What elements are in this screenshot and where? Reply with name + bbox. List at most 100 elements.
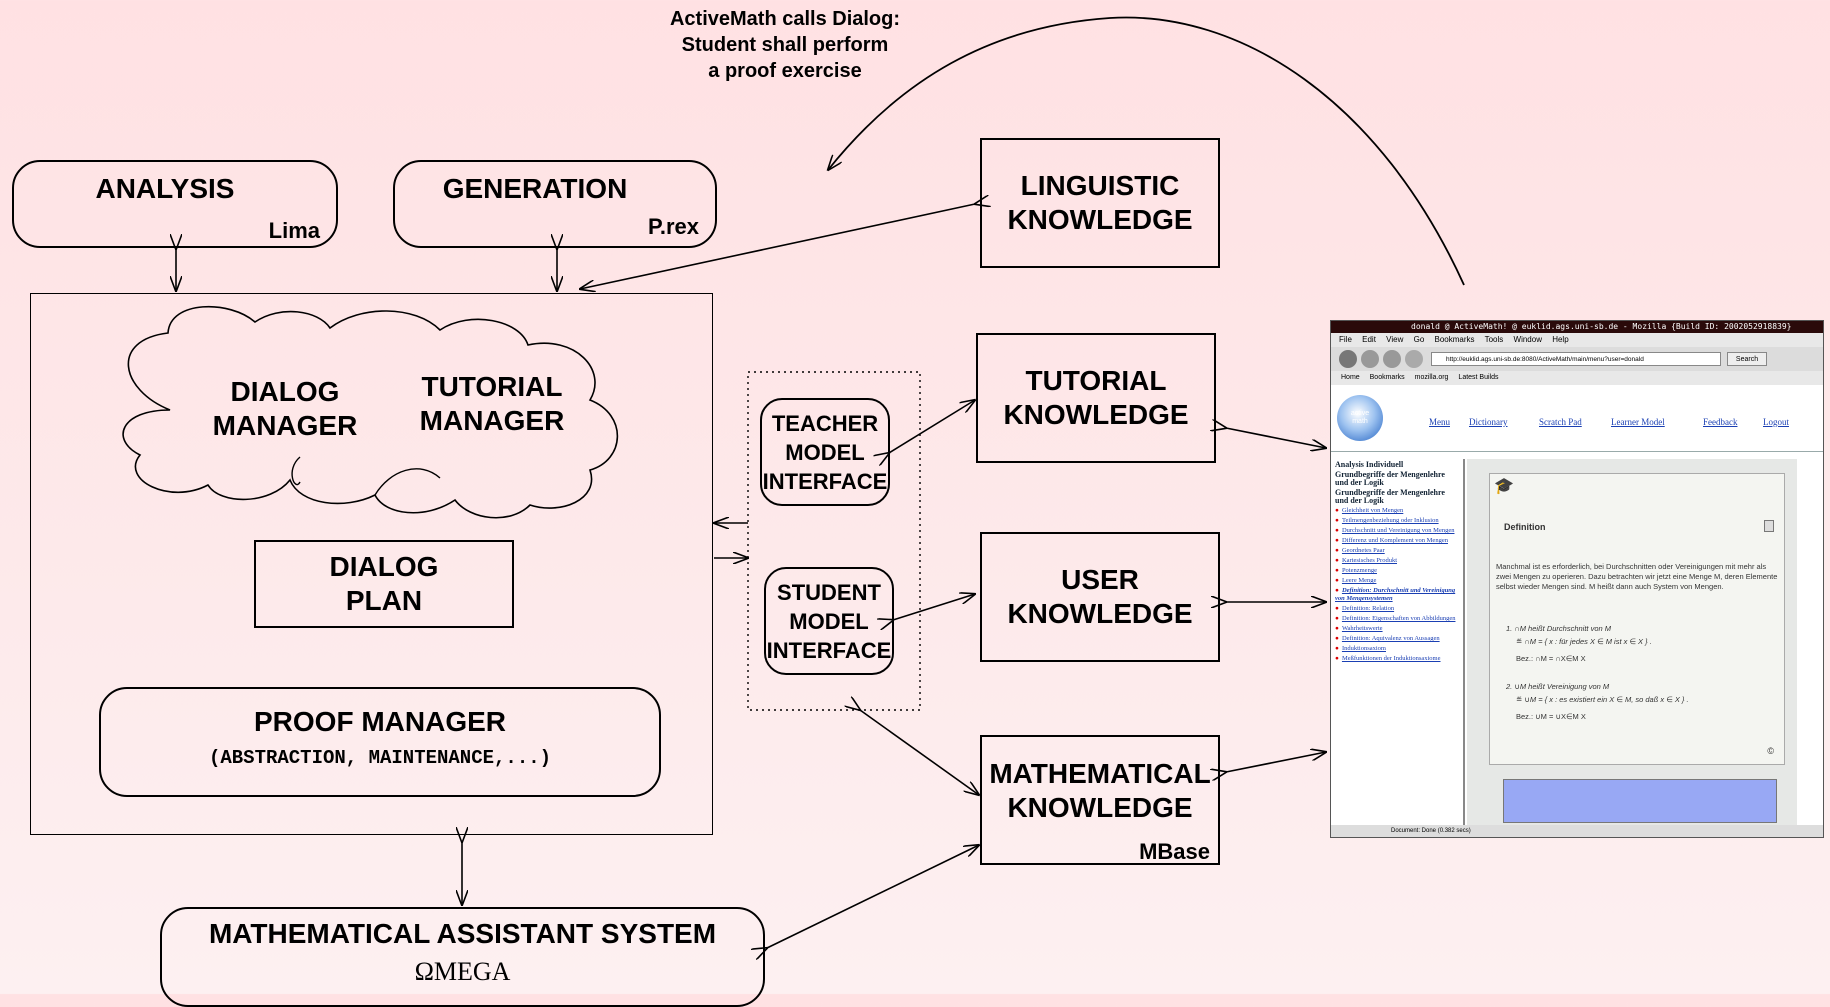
bookmark-latest-builds[interactable]: Latest Builds	[1458, 374, 1499, 381]
teacher-line-3: INTERFACE	[762, 468, 888, 494]
tutorial-manager-label: TUTORIAL MANAGER	[402, 370, 582, 438]
mas-box: MATHEMATICAL ASSISTANT SYSTEM ΩMEGA	[160, 907, 765, 1007]
bookmark-mozilla[interactable]: mozilla.org	[1414, 374, 1449, 381]
mas-sub: ΩMEGA	[414, 957, 511, 986]
menu-edit[interactable]: Edit	[1362, 335, 1376, 344]
teacher-tutorial-arrow	[889, 400, 975, 453]
sidebar-item[interactable]: Grundbegriffe der Mengenlehre und der Lo…	[1335, 488, 1445, 505]
def-item-2b: ≝ ∪M = { x : es existiert ein X ∈ M, so …	[1516, 695, 1689, 704]
tutorial-kn-line-1: TUTORIAL	[1025, 365, 1167, 396]
activemath-nav: active math Menu Dictionary Scratch Pad …	[1331, 385, 1823, 452]
tutorial-kn-line-2: KNOWLEDGE	[1003, 399, 1189, 430]
student-model-interface-box: STUDENT MODEL INTERFACE	[764, 567, 894, 675]
dialog-plan-line-1: DIALOG	[329, 551, 439, 582]
proof-manager-sub: (ABSTRACTION, MAINTENANCE,...)	[208, 747, 552, 769]
sidebar-item[interactable]: Meßfunktionen der Induktionsaxiome	[1335, 655, 1459, 663]
reload-icon[interactable]	[1383, 350, 1401, 368]
sidebar-item[interactable]: Kartesisches Produkt	[1335, 557, 1459, 565]
menu-go[interactable]: Go	[1413, 335, 1425, 344]
menu-help[interactable]: Help	[1552, 335, 1569, 344]
menu-bookmarks[interactable]: Bookmarks	[1434, 335, 1475, 344]
linguistic-knowledge-box: LINGUISTIC KNOWLEDGE	[980, 138, 1220, 268]
nav-logout[interactable]: Logout	[1763, 417, 1789, 427]
browser-sidebar: Analysis Individuell Grundbegriffe der M…	[1331, 459, 1465, 833]
generation-sub: P.rex	[648, 214, 699, 239]
cloud-inner-curve-1	[291, 456, 301, 486]
nav-menu[interactable]: Menu	[1429, 417, 1450, 427]
browser-status-bar: Document: Done (0.382 secs)	[1331, 825, 1823, 837]
proof-manager-box: PROOF MANAGER (ABSTRACTION, MAINTENANCE,…	[99, 687, 661, 797]
generation-box: GENERATION P.rex	[393, 160, 717, 248]
sidebar-item[interactable]: Leere Menge	[1335, 577, 1459, 585]
sidebar-item[interactable]: Teilmengenbeziehung oder Inklusion	[1335, 517, 1459, 525]
note-icon[interactable]	[1764, 520, 1774, 532]
interface-math-arrow	[860, 710, 979, 795]
sidebar-item[interactable]: Definition: Eigenschaften von Abbildunge…	[1335, 615, 1459, 623]
sidebar-item[interactable]: Definition: Relation	[1335, 605, 1459, 613]
forward-icon[interactable]	[1361, 350, 1379, 368]
dialog-system-box	[30, 293, 713, 835]
tutorial-manager-line-1: TUTORIAL	[421, 371, 563, 402]
sidebar-item[interactable]: Grundbegriffe der Mengenlehre und der Lo…	[1335, 470, 1445, 487]
generation-title: GENERATION	[442, 173, 628, 204]
sidebar-item[interactable]: Induktionsaxiom	[1335, 645, 1459, 653]
linguistic-line-2: KNOWLEDGE	[1007, 204, 1193, 235]
search-button[interactable]: Search	[1727, 352, 1767, 366]
activemath-logo: active math	[1337, 395, 1383, 441]
student-line-3: INTERFACE	[766, 637, 892, 663]
user-kn-line-2: KNOWLEDGE	[1007, 598, 1193, 629]
browser-toolbar: http://euklid.ags.uni-sb.de:8080/ActiveM…	[1331, 347, 1823, 371]
nav-scratch-pad[interactable]: Scratch Pad	[1539, 417, 1582, 427]
teacher-line-2: MODEL	[785, 439, 865, 465]
menu-window[interactable]: Window	[1513, 335, 1542, 344]
sidebar-item[interactable]: Durchschnitt und Vereinigung von Mengen	[1335, 527, 1459, 535]
sidebar-item[interactable]: Wahrheitswerte	[1335, 625, 1459, 633]
sidebar-item[interactable]: Potenzmenge	[1335, 567, 1459, 575]
menu-view[interactable]: View	[1386, 335, 1404, 344]
nav-feedback[interactable]: Feedback	[1703, 417, 1738, 427]
browser-main-content: 🎓 Definition Manchmal ist es erforderlic…	[1467, 459, 1797, 833]
sidebar-item[interactable]: Definition: Aquivalenz von Aussagen	[1335, 635, 1459, 643]
activemath-browser-window: donald @ ActiveMath! @ euklid.ags.uni-sb…	[1330, 320, 1824, 838]
teacher-model-interface-box: TEACHER MODEL INTERFACE	[760, 398, 890, 506]
back-icon[interactable]	[1339, 350, 1357, 368]
def-item-2: 2. ∪M heißt Vereinigung von M	[1506, 682, 1610, 691]
tutorial-browser-arrow	[1226, 428, 1326, 448]
analysis-sub: Lima	[268, 218, 320, 243]
proof-manager-title: PROOF MANAGER	[254, 706, 506, 737]
manager-cloud	[122, 305, 619, 519]
student-user-arrow	[893, 594, 975, 620]
menu-file[interactable]: File	[1339, 335, 1352, 344]
browser-menu-bar: File Edit View Go Bookmarks Tools Window…	[1331, 333, 1823, 347]
caption-line-3: a proof exercise	[708, 60, 862, 82]
nav-learner-model[interactable]: Learner Model	[1611, 417, 1665, 427]
sidebar-item[interactable]: Gleichheit von Mengen	[1335, 507, 1459, 515]
bookmark-bookmarks[interactable]: Bookmarks	[1369, 374, 1405, 381]
url-input[interactable]: http://euklid.ags.uni-sb.de:8080/ActiveM…	[1431, 352, 1721, 366]
definition-title: Definition	[1504, 522, 1546, 532]
sidebar-item-active[interactable]: Definition: Durchschnitt und Vereinigung…	[1335, 587, 1459, 603]
math-kn-line-2: KNOWLEDGE	[1007, 792, 1193, 823]
dialog-manager-line-1: DIALOG	[230, 376, 340, 407]
analysis-box: ANALYSIS Lima	[12, 160, 338, 248]
stop-icon[interactable]	[1405, 350, 1423, 368]
user-kn-line-1: USER	[1061, 564, 1139, 595]
caption: ActiveMath calls Dialog: Student shall p…	[640, 6, 930, 84]
definition-card: 🎓 Definition Manchmal ist es erforderlic…	[1489, 473, 1785, 765]
linguistic-line-1: LINGUISTIC	[1020, 170, 1180, 201]
sidebar-item[interactable]: Analysis Individuell	[1335, 460, 1404, 469]
menu-tools[interactable]: Tools	[1484, 335, 1504, 344]
logo-text: active math	[1350, 410, 1370, 425]
bookmark-home[interactable]: Home	[1341, 374, 1360, 381]
caption-line-1: ActiveMath calls Dialog:	[669, 8, 901, 30]
student-line-2: MODEL	[789, 608, 869, 634]
def-item-2c: Bez.: ∪M = ∪X∈M X	[1516, 712, 1586, 721]
sidebar-item[interactable]: Geordnetes Paar	[1335, 547, 1459, 555]
blue-panel	[1503, 779, 1777, 823]
math-kn-sub: MBase	[1139, 839, 1210, 864]
sidebar-item[interactable]: Differenz und Komplement von Mengen	[1335, 537, 1459, 545]
nav-dictionary[interactable]: Dictionary	[1469, 417, 1508, 427]
def-item-1c: Bez.: ∩M = ∩X∈M X	[1516, 654, 1586, 663]
dialog-plan-line-2: PLAN	[345, 585, 423, 616]
